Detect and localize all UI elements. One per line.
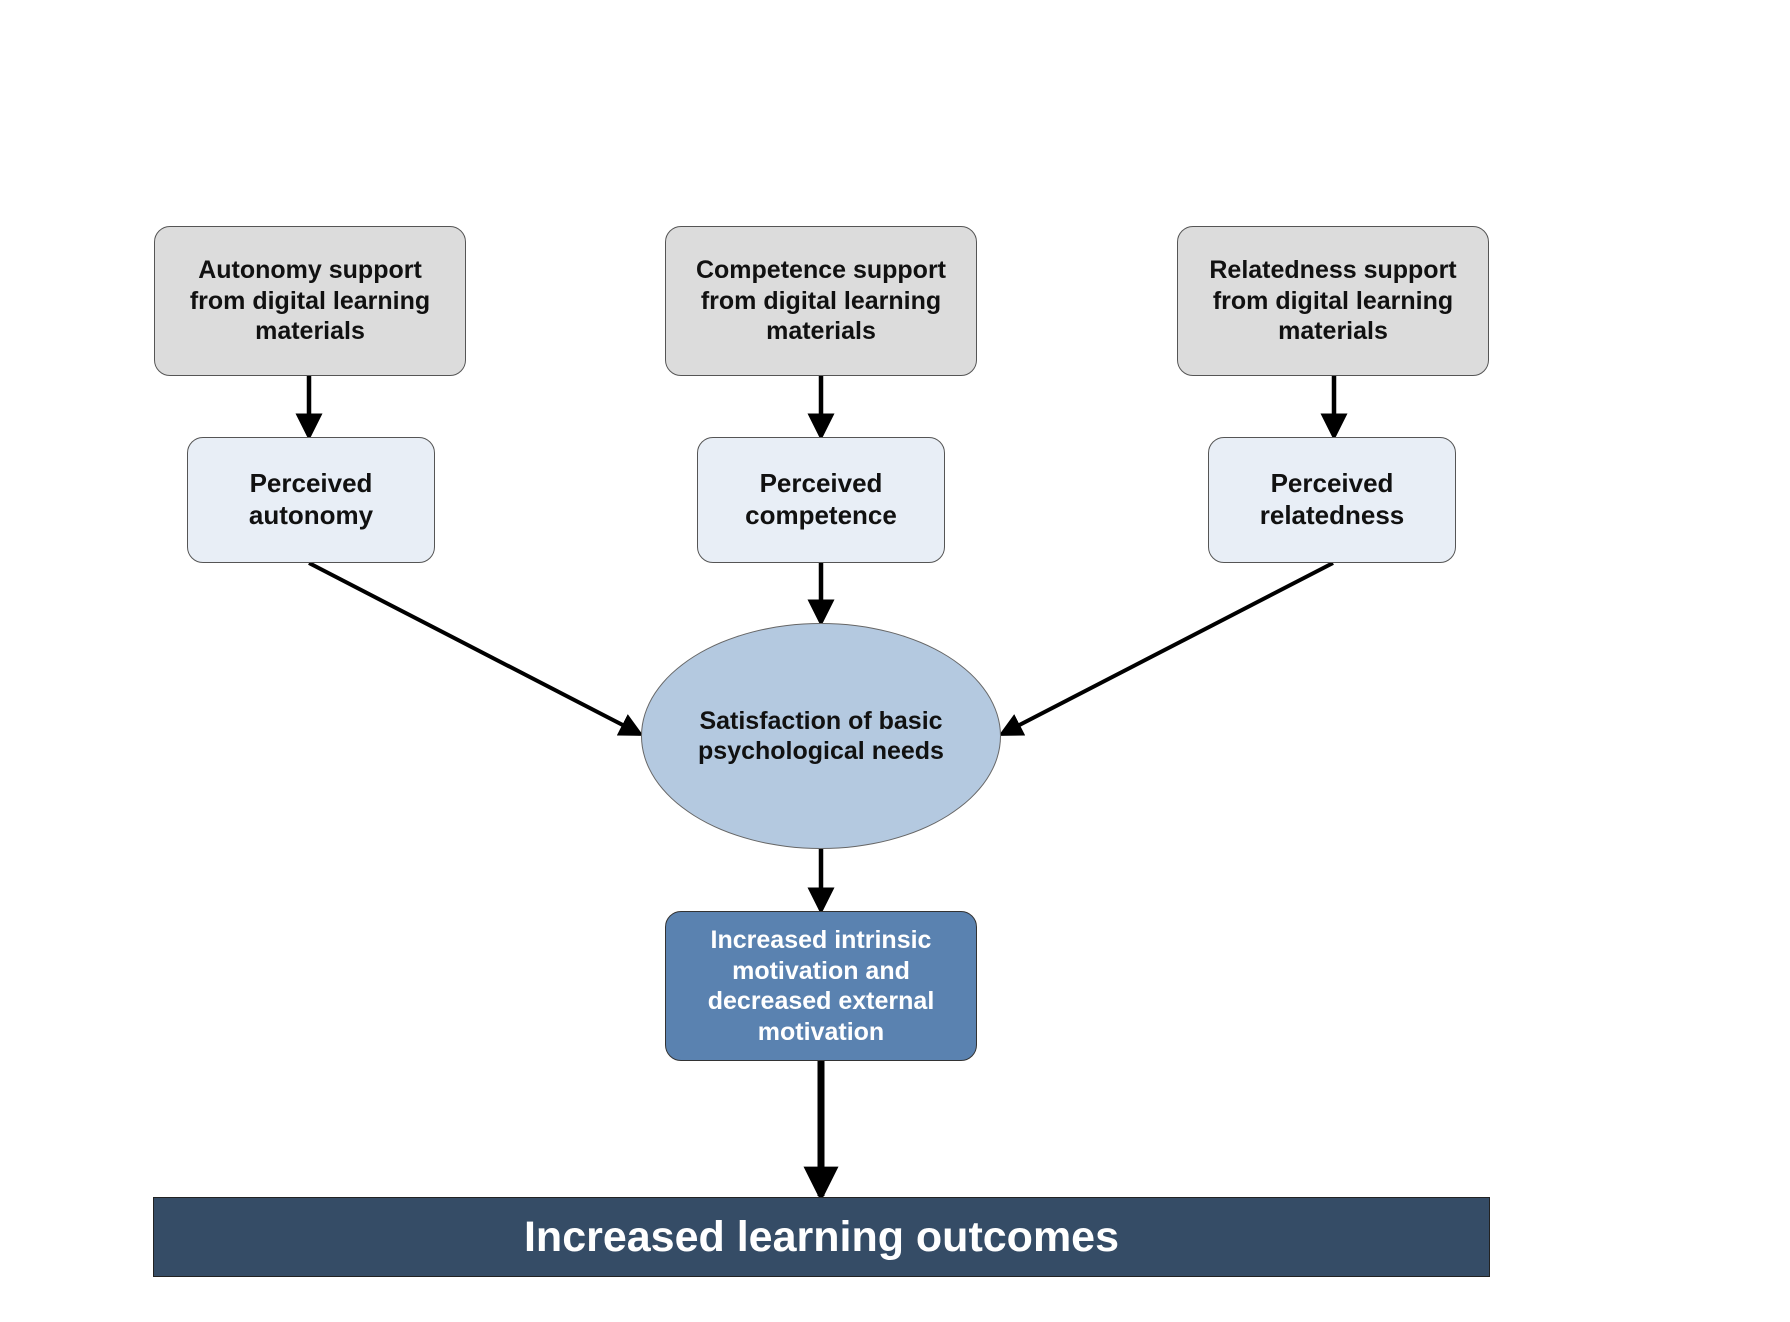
motivation-box: Increased intrinsic motivation and decre…: [665, 911, 977, 1061]
perceived-relatedness-box: Perceived relatedness: [1208, 437, 1456, 563]
learning-outcomes-banner: Increased learning outcomes: [153, 1197, 1490, 1277]
satisfaction-ellipse: Satisfaction of basic psychological need…: [641, 623, 1001, 849]
relatedness-support-box: Relatedness support from digital learnin…: [1177, 226, 1489, 376]
perceived-autonomy-box: Perceived autonomy: [187, 437, 435, 563]
competence-support-box: Competence support from digital learning…: [665, 226, 977, 376]
arrow-perceived-autonomy-to-satisfaction: [308, 561, 644, 736]
autonomy-support-label: Autonomy support from digital learning m…: [189, 256, 431, 346]
competence-support-label: Competence support from digital learning…: [695, 256, 947, 346]
perceived-competence-box: Perceived competence: [697, 437, 945, 563]
autonomy-support-box: Autonomy support from digital learning m…: [154, 226, 466, 376]
satisfaction-label: Satisfaction of basic psychological need…: [698, 706, 944, 766]
arrow-perceived-relatedness-to-satisfaction: [998, 561, 1334, 736]
perceived-relatedness-label: Perceived relatedness: [1259, 468, 1405, 530]
learning-outcomes-label: Increased learning outcomes: [523, 1212, 1120, 1261]
perceived-autonomy-label: Perceived autonomy: [248, 468, 374, 530]
relatedness-support-label: Relatedness support from digital learnin…: [1209, 256, 1457, 346]
motivation-label: Increased intrinsic motivation and decre…: [707, 926, 935, 1046]
perceived-competence-label: Perceived competence: [745, 468, 897, 530]
